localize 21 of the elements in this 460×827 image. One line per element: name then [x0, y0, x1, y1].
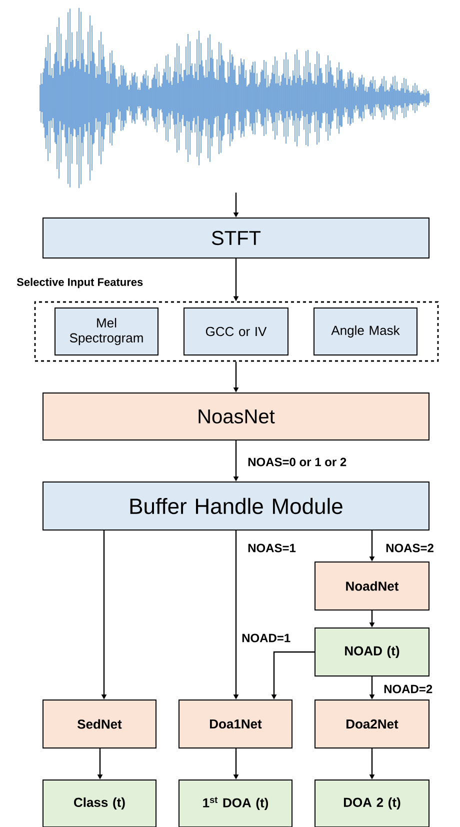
output-box: NOAD (t) [314, 628, 430, 676]
feature-cell: GCC or IV [184, 308, 288, 356]
process-box: STFT [42, 218, 430, 258]
network-box: SedNet [42, 700, 156, 748]
edge-label: NOAD=2 [382, 684, 434, 694]
edge-label: NOAS=2 [384, 542, 435, 554]
output-box: Class (t) [42, 780, 156, 827]
group-heading: Selective Input Features [16, 278, 143, 288]
output-box: DOA 2 (t) [314, 780, 430, 827]
feature-cell: Angle Mask [314, 308, 418, 356]
edge-label: NOAS=0 or 1 or 2 [246, 456, 348, 468]
network-box: NoasNet [42, 392, 430, 440]
network-box: Doa1Net [178, 700, 292, 748]
edge-label: NOAD=1 [240, 632, 292, 644]
network-box: NoadNet [314, 562, 430, 610]
process-box: Buffer Handle Module [42, 482, 430, 530]
waveform-drawing [40, 8, 430, 188]
network-box: Doa2Net [314, 700, 430, 748]
output-box: 1$^{st}$ DOA (t) [178, 780, 292, 827]
feature-cell: Mel Spectrogram [54, 308, 158, 356]
edge-label: NOAS=1 [246, 542, 297, 554]
